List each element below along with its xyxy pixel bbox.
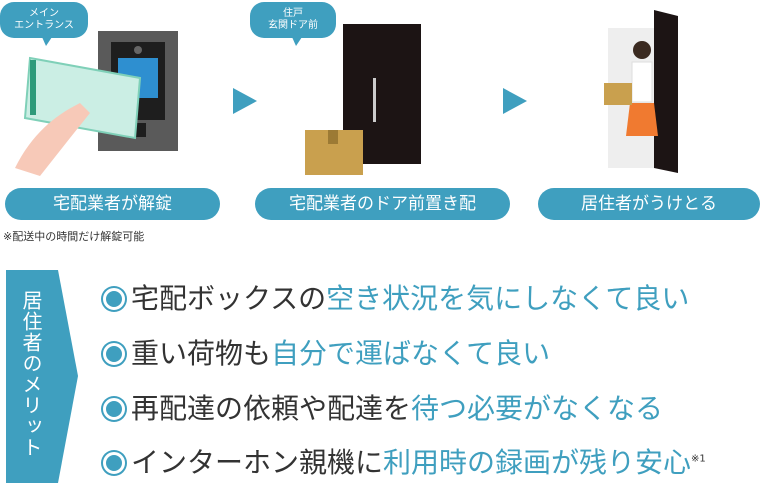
resident-receives-illustration [604,10,678,173]
unlock-note: ※配送中の時間だけ解錠可能 [3,230,145,243]
step-label-receive: 居住者がうけとる [538,188,760,220]
step-label-door-delivery: 宅配業者のドア前置き配 [255,188,510,220]
merit-text: 宅配ボックスの [131,282,327,315]
merit-text: 再配達の依頼や配達を [131,392,412,425]
merit-highlight: 空き状況を気にしなくて良い [326,282,690,315]
bullet-icon [103,398,125,420]
bullet-icon [103,452,125,474]
merit-highlight: 待つ必要がなくなる [411,392,664,425]
bubble-line: 玄関ドア前 [268,20,318,31]
bubble-line: エントランス [14,20,74,31]
merit-text: インターホン親機に [131,446,384,479]
location-bubble-entrance: メイン エントランス [0,2,88,46]
location-bubble-door: 住戸 玄関ドア前 [250,2,336,46]
entrance-panel-card-illustration [15,31,178,176]
step-label-unlock: 宅配業者が解錠 [5,188,220,220]
bullet-icon [103,288,125,310]
merits-title: 居住者のメリット [19,290,43,458]
merit-item: 宅配ボックスの空き状況を気にしなくて良い [103,277,689,317]
merit-highlight: 利用時の録画が残り安心 [383,446,692,479]
merit-item: 重い荷物も自分で運ばなくて良い [103,332,550,372]
merit-item: インターホン親機に利用時の録画が残り安心※1 [103,441,706,481]
bubble-line: メイン [29,8,59,19]
arrow-right-icon [233,88,257,114]
footnote-mark: ※1 [691,453,706,465]
arrow-right-icon [503,88,527,114]
bubble-line: 住戸 [283,8,303,19]
merits-side-banner [6,270,78,483]
bullet-icon [103,343,125,365]
merit-text: 重い荷物も [131,337,272,370]
merit-item: 再配達の依頼や配達を待つ必要がなくなる [103,387,663,427]
merit-highlight: 自分で運ばなくて良い [271,337,551,370]
door-package-illustration [305,24,421,175]
